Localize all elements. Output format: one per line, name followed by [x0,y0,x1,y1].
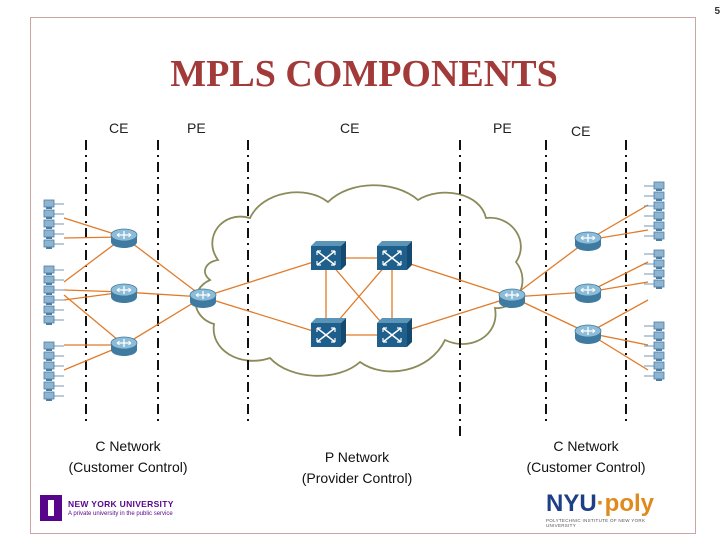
host-stack-icon [43,265,65,326]
slide-title: MPLS COMPONENTS [170,53,558,95]
nyu-logo: NEW YORK UNIVERSITY A private university… [40,494,174,522]
poly-word2: poly [604,490,655,517]
page-number: 5 [714,6,720,17]
host-stack-icon [43,341,65,402]
host-stack-icon [643,249,665,290]
router-icon [189,288,217,309]
nyu-name: NEW YORK UNIVERSITY [68,499,174,509]
label-pe-right: PE [493,120,512,136]
poly-subtitle: POLYTECHNIC INSTITUTE OF NEW YORK UNIVER… [546,518,646,528]
host-stack-icon [643,321,665,382]
middle-network-label: P Network (Provider Control) [272,447,442,489]
left-network-label: C Network (Customer Control) [38,436,218,478]
host-stack-icon [43,199,65,250]
router-icon [110,283,138,304]
nyu-torch-icon [40,495,62,521]
router-icon [498,288,526,309]
label-ce-left: CE [109,120,129,136]
left-network-control: (Customer Control) [68,459,188,475]
router-icon [110,336,138,357]
label-pe-left: PE [187,120,206,136]
host-stack-icon [643,181,665,242]
label-ce-middle: CE [340,120,360,136]
mpls-switch-icon [310,240,347,271]
poly-separator: · [596,490,605,517]
router-icon [574,324,602,345]
router-icon [574,283,602,304]
boundary-lines [85,140,627,440]
left-network-name: C Network [95,438,161,454]
middle-network-control: (Provider Control) [301,470,413,486]
mpls-switch-icon [376,317,413,348]
nyu-poly-logo: NYU·poly POLYTECHNIC INSTITUTE OF NEW YO… [546,490,676,529]
provider-cloud [194,184,524,377]
nyu-tagline: A private university in the public servi… [68,511,173,517]
right-network-control: (Customer Control) [526,459,646,475]
mpls-switch-icon [310,317,347,348]
right-network-label: C Network (Customer Control) [500,436,672,478]
middle-network-name: P Network [324,449,390,465]
router-icon [110,228,138,249]
router-icon [574,231,602,252]
poly-word1: NYU [546,490,597,517]
right-network-name: C Network [553,438,619,454]
mpls-switch-icon [376,240,413,271]
label-ce-right: CE [571,123,591,139]
slide-frame [30,17,696,534]
